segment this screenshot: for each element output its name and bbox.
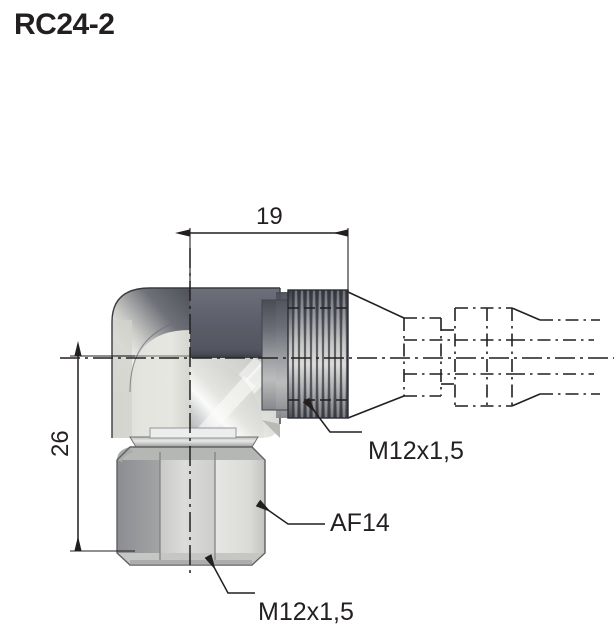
- leader-thread-bottom: [204, 554, 255, 594]
- callout-label-thread-bottom: M12x1,5: [258, 598, 354, 626]
- dimension-26: [70, 341, 135, 552]
- phantom-mating-parts: [347, 291, 600, 419]
- male-thread: [287, 289, 349, 419]
- callout-label-af14: AF14: [330, 509, 390, 537]
- dimension-label-19: 19: [256, 203, 283, 230]
- leader-lines: [204, 397, 362, 594]
- dimension-19: [175, 228, 349, 292]
- leader-af14: [255, 499, 325, 525]
- shoulder-collar: [261, 292, 291, 438]
- hex-nut: [116, 446, 266, 566]
- page-title: RC24-2: [14, 8, 115, 41]
- dimension-label-26: 26: [47, 430, 74, 457]
- centerlines: [60, 248, 614, 578]
- elbow-body: [111, 287, 281, 438]
- callout-label-thread-top: M12x1,5: [368, 437, 464, 465]
- leader-thread-top: [302, 397, 362, 433]
